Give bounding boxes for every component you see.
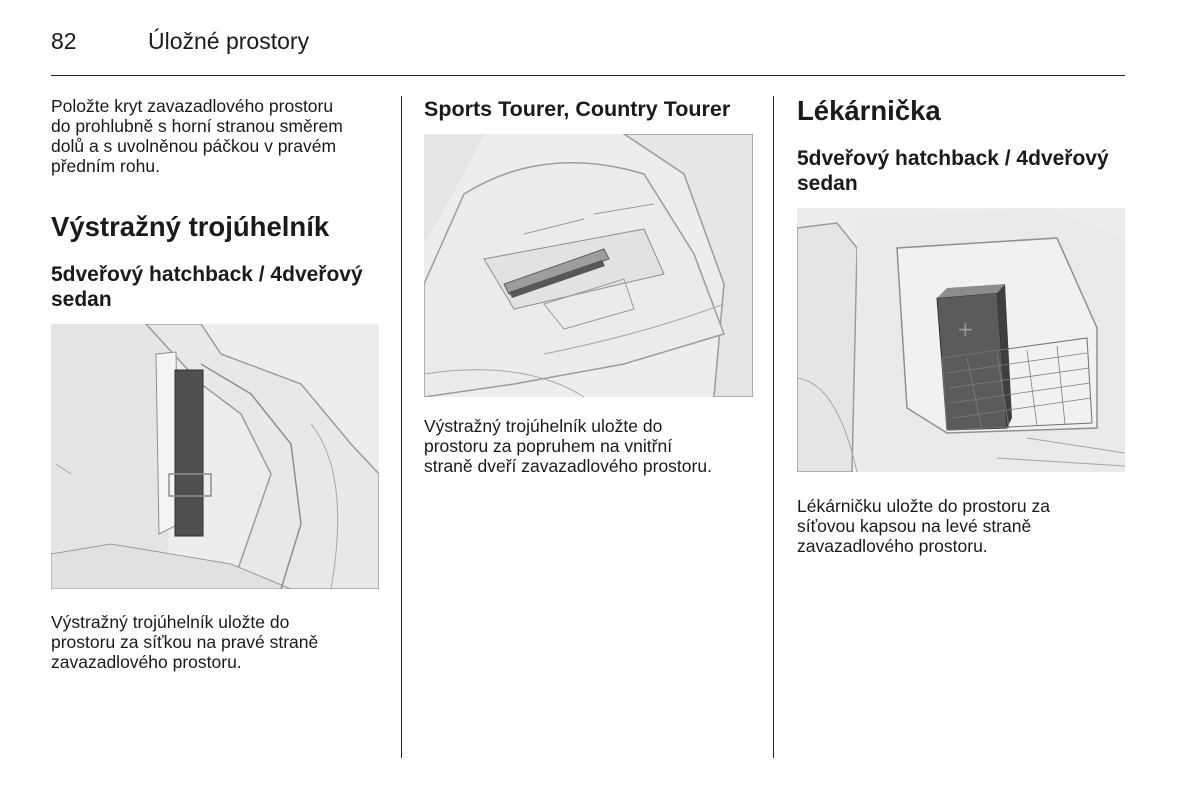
caption-triangle-sports-tourer: Výstražný trojúhelník uložte do prostoru… bbox=[424, 416, 712, 476]
subheading-hatchback: 5dveřový hatchback / 4dveřový sedan bbox=[51, 263, 363, 311]
column-divider-2 bbox=[773, 96, 774, 758]
caption-triangle-hatchback: Výstražný trojúhelník uložte do prostoru… bbox=[51, 612, 319, 672]
subheading-hatchback-first-aid: 5dveřový hatchback / 4dveřový sedan bbox=[797, 147, 1109, 195]
section-heading-first-aid: Lékárnička bbox=[797, 95, 941, 126]
section-heading-triangle: Výstražný trojúhelník bbox=[51, 211, 330, 242]
svg-text:+: + bbox=[957, 317, 974, 341]
header-divider bbox=[51, 75, 1125, 76]
intro-paragraph: Položte kryt zavazadlového prostoru do p… bbox=[51, 96, 343, 176]
subheading-sports-tourer: Sports Tourer, Country Tourer bbox=[424, 97, 731, 121]
column-1: Položte kryt zavazadlového prostoru do p… bbox=[51, 96, 391, 176]
figure-first-aid-kit: + bbox=[797, 208, 1125, 472]
page-number: 82 bbox=[51, 28, 77, 54]
caption-first-aid-kit: Lékárničku uložte do prostoru za síťovou… bbox=[797, 496, 1050, 556]
figure-triangle-hatchback bbox=[51, 324, 379, 589]
page-title: Úložné prostory bbox=[148, 28, 310, 54]
figure-triangle-sports-tourer bbox=[424, 134, 753, 397]
column-divider-1 bbox=[401, 96, 402, 758]
